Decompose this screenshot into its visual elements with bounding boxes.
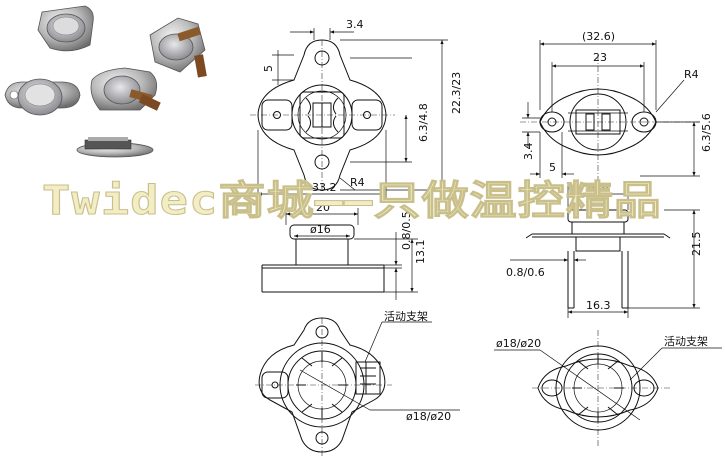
label-movable-bracket-right: 活动支架 (664, 335, 708, 348)
dim-slot-width: 5 (549, 161, 556, 174)
dim-cap-diameter: ø16 (310, 223, 331, 236)
dim-overall-height: 21.5 (690, 232, 703, 257)
label-movable-bracket-left: 活动支架 (384, 310, 428, 323)
dim-slot-height: 5 (262, 65, 275, 72)
dim-tab-width: 3.4 (346, 18, 364, 31)
dim-hole-offset: 6.3/4.8 (417, 103, 430, 142)
left-top-view: 3.4 5 22.3/23 6.3/4.8 R4 33.2 (250, 18, 463, 198)
label-disc-diameter-left: ø18/ø20 (406, 410, 451, 423)
dim-corner-radius: R4 (350, 176, 365, 189)
dim-plate-thickness: 0.8/0.5 (400, 211, 413, 250)
left-side-view: 20 ø16 0.8/0.5 13.1 (261, 201, 427, 300)
dim-body-width: 20 (316, 201, 330, 214)
dim-corner-radius-right: R4 (684, 68, 699, 81)
right-top-view: (32.6) 23 R4 3.4 5 6.3/5.6 (520, 30, 713, 180)
product-photo-5 (76, 137, 154, 158)
dim-plate-thickness-right: 0.8/0.6 (506, 266, 545, 279)
dim-hole-spacing: 23 (593, 51, 607, 64)
dim-overall-length: 33.2 (312, 181, 337, 194)
dim-tab-height: 3.4 (522, 143, 535, 161)
product-photo-4 (90, 67, 161, 111)
dim-terminal-span: 16.3 (586, 299, 611, 312)
right-side-view: ø16 21.5 0.8/0.6 16.3 (506, 181, 703, 318)
product-photo-2 (149, 17, 207, 78)
dim-overall-width: (32.6) (582, 30, 615, 43)
product-photo-3 (4, 78, 81, 116)
right-bottom-view: ø18/ø20 活动支架 (494, 330, 722, 446)
dim-cap-diameter-right: ø16 (588, 181, 609, 194)
product-photo-1 (37, 5, 94, 52)
watermark-text: Twidec商城——只做温控精品 (42, 178, 662, 224)
dim-height-range: 22.3/23 (450, 72, 463, 114)
dim-body-height: 13.1 (414, 240, 427, 265)
dim-hole-offset-right: 6.3/5.6 (700, 113, 713, 152)
left-bottom-view: 活动支架 ø18/ø20 (255, 310, 460, 456)
label-disc-diameter-right: ø18/ø20 (496, 337, 541, 350)
